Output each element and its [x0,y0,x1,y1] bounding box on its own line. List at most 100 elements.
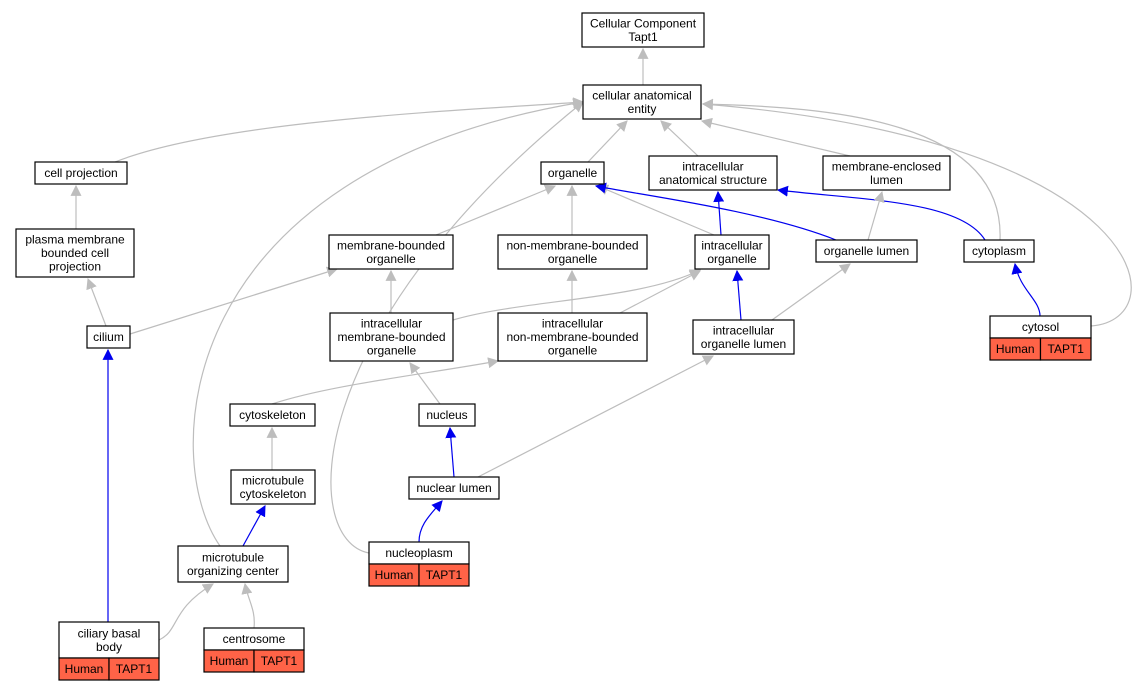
node-label-line: membrane-enclosed [832,159,941,173]
node-intracellular-non-membrane-bounded-organelle[interactable]: intracellularnon-membrane-boundedorganel… [497,312,648,362]
node-box [34,161,128,185]
edge-membrane-bounded-organelle-to-organelle [435,184,557,236]
edge-nuclear-lumen-to-intracellular-organelle-lumen [477,355,714,478]
node-cell-projection[interactable]: cell projection [34,161,128,185]
node-label-line: anatomical structure [659,173,767,187]
edge-cilium-to-plasma-membrane-bounded-cell-projection [86,277,107,327]
edge-ciliary-basal-body-to-microtubule-organizing-center [158,583,214,641]
edge-cell-projection-to-cellular-anatomical-entity [114,97,585,163]
node-label-line: organelle lumen [701,337,786,351]
node-label-line: organizing center [187,564,279,578]
edge-intracellular-anatomical-structure-to-cellular-anatomical-entity [660,120,699,157]
node-organelle-lumen[interactable]: organelle lumen [815,239,918,263]
annotation-species: Human [65,662,104,676]
node-box [815,239,918,263]
node-box [230,469,316,505]
node-label-line: non-membrane-bounded [506,238,638,252]
annotation-cell [108,657,160,681]
node-label-line: microtubule [242,473,304,487]
node-box [692,319,795,355]
node-label-line: Tapt1 [628,30,658,44]
node-box [497,312,648,362]
node-cytoplasm[interactable]: cytoplasm [963,239,1035,263]
node-label-line: cell projection [44,166,117,180]
edge-centrosome-to-microtubule-organizing-center [241,582,255,629]
node-label-line: organelle [366,252,416,266]
edge-nucleus-to-intracellular-membrane-bounded-organelle [409,362,441,405]
node-label-line: body [96,640,122,654]
annotation-cell [253,649,305,673]
node-box [582,84,702,120]
node-label-line: lumen [870,173,903,187]
node-cilium[interactable]: cilium [86,325,131,349]
node-label-line: projection [49,260,101,274]
edge-intracellular-organelle-lumen-to-intracellular-organelle [732,269,744,321]
node-label-line: intracellular [701,238,762,252]
edge-organelle-lumen-to-membrane-enclosed-lumen [867,190,885,241]
annotation-gene: TAPT1 [426,568,463,582]
node-box [822,155,951,191]
node-label-line: organelle [548,166,598,180]
node-cytoskeleton[interactable]: cytoskeleton [229,403,316,427]
node-label-line: nuclear lumen [416,481,491,495]
node-box [86,325,131,349]
node-label-line: cytoskeleton [239,408,306,422]
node-box [408,476,500,500]
node-box [15,228,135,278]
node-label-line: membrane-bounded [337,330,445,344]
edge-microtubule-organizing-center-to-cellular-anatomical-entity [192,98,585,547]
node-label-line: plasma membrane [25,233,125,247]
node-organelle[interactable]: organelle [540,161,605,185]
node-label-line: organelle [548,344,598,358]
edge-organelle-lumen-to-organelle [594,182,837,241]
node-nuclear-lumen[interactable]: nuclear lumen [408,476,500,500]
annotation-species: Human [375,568,414,582]
node-label-line: nucleoplasm [385,546,452,560]
annotation-cell [1039,337,1092,361]
node-box [177,545,289,583]
node-label-line: bounded cell [41,246,109,260]
node-label-line: membrane-bounded [337,238,445,252]
node-label-line: organelle [548,252,598,266]
edge-intracellular-organelle-to-organelle [596,184,715,236]
annotation-species: Human [996,342,1035,356]
edge-cytoplasm-to-intracellular-anatomical-structure [776,185,986,241]
node-nucleus[interactable]: nucleus [418,403,476,427]
node-box [540,161,605,185]
node-label-line: cytosol [1022,320,1059,334]
node-box [963,239,1035,263]
node-box [328,234,454,270]
node-label-line: microtubule [202,550,264,564]
node-label-line: organelle [367,344,417,358]
node-label-line: organelle lumen [824,244,909,258]
node-label-line: Cellular Component [590,16,697,30]
node-label-line: entity [628,102,657,116]
node-box [648,155,778,191]
node-label-line: centrosome [223,632,286,646]
edge-intracellular-organelle-lumen-to-organelle-lumen [771,263,851,321]
edge-membrane-enclosed-lumen-to-cellular-anatomical-entity [700,117,851,157]
node-box [581,12,705,48]
edge-cilium-to-membrane-bounded-organelle [129,266,339,335]
edge-nucleoplasm-to-nuclear-lumen [418,500,443,543]
node-label-line: cytoskeleton [240,487,307,501]
node-label-line: cytoplasm [972,244,1026,258]
node-box [694,234,770,270]
